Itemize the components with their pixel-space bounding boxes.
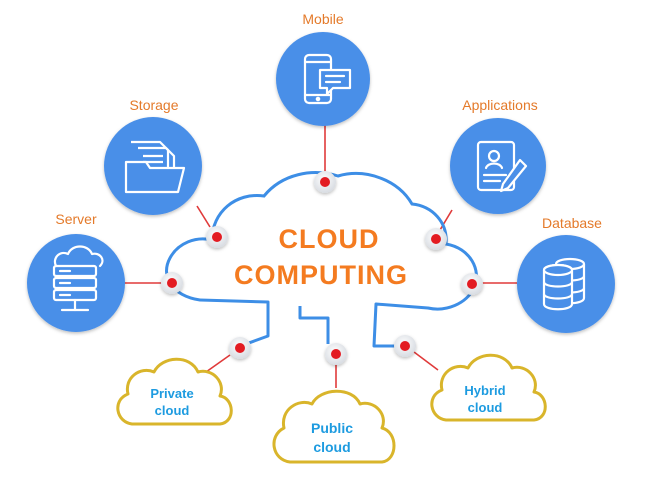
node-upper-right — [425, 228, 447, 250]
label-storage: Storage — [129, 97, 178, 113]
public-cloud-line1: Public — [311, 420, 353, 436]
connector-private — [205, 354, 231, 373]
private-cloud-line1: Private — [150, 386, 193, 401]
private-cloud-line2: cloud — [155, 403, 190, 418]
storage-circle — [104, 117, 202, 215]
folder-documents-icon — [124, 140, 186, 194]
title-line1: CLOUD — [279, 224, 380, 254]
node-left — [161, 272, 183, 294]
mobile-circle — [276, 32, 370, 126]
connector-storage — [196, 205, 211, 228]
node-right — [461, 273, 483, 295]
label-server: Server — [55, 211, 97, 227]
hybrid-cloud: Hybrid cloud — [430, 353, 547, 422]
hybrid-cloud-line2: cloud — [468, 400, 503, 415]
cloud-nodes — [161, 171, 483, 365]
label-mobile: Mobile — [302, 11, 343, 27]
node-lower-right — [394, 335, 416, 357]
public-cloud-line2: cloud — [313, 439, 350, 455]
label-applications: Applications — [462, 97, 538, 113]
public-cloud: Public cloud — [272, 389, 396, 464]
private-cloud: Private cloud — [116, 357, 233, 426]
title-line2: COMPUTING — [234, 260, 408, 290]
node-lower-left — [229, 337, 251, 359]
main-cloud-outline — [165, 171, 478, 311]
applications-circle — [450, 118, 546, 214]
server-cloud-icon — [52, 245, 104, 312]
server-circle — [27, 234, 125, 332]
cloud-roots — [199, 298, 429, 348]
database-icon — [542, 257, 586, 311]
node-lower-center — [325, 343, 347, 365]
application-form-icon — [476, 140, 528, 193]
hybrid-cloud-line1: Hybrid — [464, 383, 505, 398]
label-database: Database — [542, 215, 602, 231]
connector-applications — [439, 209, 453, 231]
mobile-chat-icon — [303, 53, 352, 105]
database-circle — [517, 235, 615, 333]
node-upper-left — [206, 226, 228, 248]
node-top — [314, 171, 336, 193]
connector-hybrid — [413, 351, 439, 371]
